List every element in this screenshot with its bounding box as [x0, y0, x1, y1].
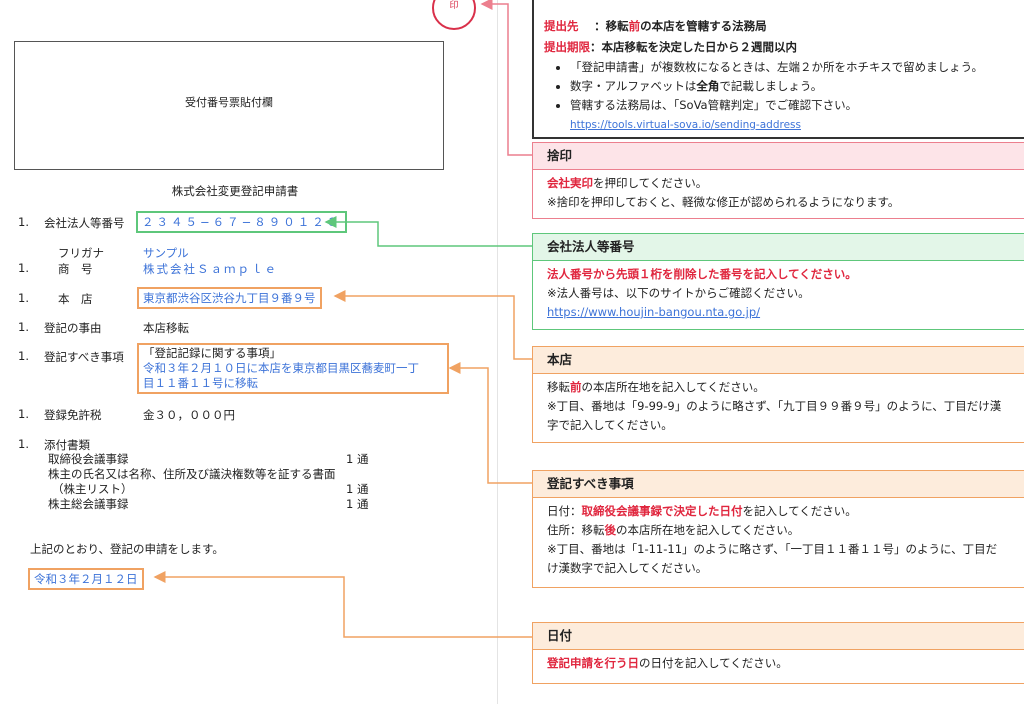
destination-value-b: の本店を管轄する法務局 — [640, 19, 767, 33]
matters-index: 1. — [18, 349, 29, 363]
attachment-item-2-copies: 1 通 — [346, 482, 369, 496]
tax-index: 1. — [18, 407, 29, 421]
matters-guide-l1-a: 日付： — [547, 504, 582, 518]
submission-deadline-line: 提出期限：本店移転を決定した日から２週間以内 — [544, 37, 1024, 58]
matters-guide-card: 登記すべき事項 日付：取締役会議事録で決定した日付を記入してください。 住所：移… — [532, 470, 1024, 588]
corp-number-guide-title: 会社法人等番号 — [533, 234, 1024, 261]
corp-number-guide-line-2: ※法人番号は、以下のサイトからご確認ください。 — [547, 286, 810, 300]
attachments-index: 1. — [18, 437, 29, 451]
date-guide-card: 日付 登記申請を行う日の日付を記入してください。 — [532, 622, 1024, 684]
head-office-guide-card: 本店 移転前の本店所在地を記入してください。 ※丁目、番地は「9-99-9」のよ… — [532, 346, 1024, 443]
seal-guide-title: 捨印 — [533, 143, 1024, 170]
matters-label: 登記すべき事項 — [44, 350, 124, 364]
head-office-guide-line-3: 字で記入してください。 — [547, 418, 673, 432]
corp-number-guide-card: 会社法人等番号 法人番号から先頭１桁を削除した番号を記入してください。 ※法人番… — [532, 233, 1024, 330]
matters-guide-l1-em: 取締役会議事録で決定した日付 — [581, 504, 743, 518]
seal-guide-line-1: 会社実印を押印してください。 — [547, 174, 1019, 193]
attachment-item-1-copies: 1 通 — [346, 452, 369, 466]
reception-number-box: 受付番号票貼付欄 — [14, 41, 444, 170]
bullet-fullwidth-c: で記載しましょう。 — [719, 79, 823, 93]
trade-name-value: 株式会社Ｓａｍｐｌｅ — [143, 262, 278, 276]
deadline-sep: ： — [590, 40, 602, 54]
deadline-label: 提出期限 — [544, 40, 590, 54]
corp-number-index: 1. — [18, 215, 29, 229]
bullet-fullwidth-a: 数字・アルファベットは — [570, 79, 697, 93]
bullet-fullwidth-b: 全角 — [696, 79, 720, 93]
reason-label: 登記の事由 — [44, 321, 102, 335]
matters-line-2: 目１１番１１号に移転 — [143, 376, 258, 390]
destination-sep: ： — [594, 19, 606, 33]
attachment-item-3-copies: 1 通 — [346, 497, 369, 511]
tax-label: 登録免許税 — [44, 408, 102, 422]
date-guide-b: の日付を記入してください。 — [639, 656, 788, 670]
page-divider — [497, 0, 498, 704]
tax-value: 金３０，０００円 — [143, 408, 235, 422]
matters-guide-line-2: 住所：移転後の本店所在地を記入してください。 — [547, 521, 1019, 540]
head-office-label: 本 店 — [58, 292, 93, 306]
attachment-item-3: 株主総会議事録 — [48, 497, 129, 511]
corp-number-value: ２３４５−６７−８９０１２３ — [136, 211, 348, 233]
date-guide-em: 登記申請を行う日 — [547, 656, 639, 670]
furigana-value: サンプル — [143, 246, 189, 260]
application-date-value: 令和３年２月１２日 — [28, 568, 144, 590]
attachment-item-2: 株主の氏名又は名称、住所及び議決権数等を証する書面 — [48, 467, 336, 481]
corp-number-label: 会社法人等番号 — [44, 216, 125, 230]
houjin-bangou-link[interactable]: https://www.houjin-bangou.nta.go.jp/ — [547, 305, 761, 319]
destination-value-em: 前 — [628, 19, 641, 33]
seal-guide-line-1-b: を押印してください。 — [593, 176, 708, 190]
head-office-value: 東京都渋谷区渋谷九丁目９番９号 — [137, 287, 322, 309]
sova-link[interactable]: https://tools.virtual-sova.io/sending-ad… — [570, 119, 801, 131]
matters-guide-line-3: ※丁目、番地は「1-11-11」のように略さず、「一丁目１１番１１号」のように、… — [547, 542, 998, 556]
matters-guide-title: 登記すべき事項 — [533, 471, 1024, 498]
matters-guide-line-1: 日付：取締役会議事録で決定した日付を記入してください。 — [547, 502, 1019, 521]
seal-guide-em: 会社実印 — [547, 176, 593, 190]
destination-label: 提出先 — [544, 19, 579, 33]
destination-value-a: 移転 — [605, 19, 629, 33]
corp-number-guide-line-1: 法人番号から先頭１桁を削除した番号を記入してください。 — [547, 267, 857, 281]
head-office-guide-line-1: 移転前の本店所在地を記入してください。 — [547, 378, 1019, 397]
seal-connector-arrow — [480, 0, 532, 156]
matters-box: 「登記記録に関する事項」 令和３年２月１０日に本店を東京都目黒区蕎麦町一丁 目１… — [137, 343, 449, 394]
seal-guide-line-2: ※捨印を押印しておくと、軽微な修正が認められるようになります。 — [547, 195, 900, 209]
bullet-fullwidth: 数字・アルファベットは全角で記載しましょう。 — [570, 77, 1024, 96]
matters-guide-l2-a: 住所：移転 — [547, 523, 605, 537]
date-guide-line-1: 登記申請を行う日の日付を記入してください。 — [547, 654, 1019, 673]
matters-heading: 「登記記録に関する事項」 — [143, 346, 281, 360]
closing-statement: 上記のとおり、登記の申請をします。 — [30, 542, 224, 556]
seal-guide-card: 捨印 会社実印を押印してください。 ※捨印を押印しておくと、軽微な修正が認められ… — [532, 142, 1024, 219]
furigana-label: フリガナ — [58, 246, 104, 260]
corp-number-connector-arrow — [324, 216, 532, 247]
matters-line-1: 令和３年２月１０日に本店を東京都目黒区蕎麦町一丁 — [143, 361, 419, 375]
matters-guide-l2-b: の本店所在地を記入してください。 — [616, 523, 800, 537]
attachments-label: 添付書類 — [44, 438, 90, 452]
head-office-guide-line-2: ※丁目、番地は「9-99-9」のように略さず、「九丁目９９番９号」のように、丁目… — [547, 399, 1002, 413]
head-office-guide-em: 前 — [570, 380, 582, 394]
bullet-stapling: 「登記申請書」が複数枚になるときは、左端２か所をホチキスで留めましょう。 — [570, 58, 1024, 77]
date-connector-arrow — [153, 571, 532, 638]
date-guide-title: 日付 — [533, 623, 1024, 650]
form-title: 株式会社変更登記申請書 — [171, 184, 299, 198]
matters-connector-arrow — [448, 362, 532, 484]
matters-guide-l1-b: を記入してください。 — [742, 504, 857, 518]
reception-number-label: 受付番号票貼付欄 — [185, 96, 273, 109]
head-office-guide-b: の本店所在地を記入してください。 — [581, 380, 765, 394]
head-office-index: 1. — [18, 291, 29, 305]
matters-guide-l2-em: 後 — [604, 523, 617, 537]
bullet-jurisdiction-text: 管轄する法務局は、「SoVa管轄判定」でご確認下さい。 — [570, 98, 858, 112]
reason-index: 1. — [18, 320, 29, 334]
matters-guide-line-4: け漢数字で記入してください。 — [547, 561, 708, 575]
submission-info-panel: 提出先 ：移転前の本店を管轄する法務局 提出期限：本店移転を決定した日から２週間… — [532, 0, 1024, 139]
attachment-item-2b: （株主リスト） — [52, 482, 133, 496]
bullet-jurisdiction: 管轄する法務局は、「SoVa管轄判定」でご確認下さい。 https://tools… — [570, 96, 1024, 134]
head-office-guide-a: 移転 — [547, 380, 570, 394]
reason-value: 本店移転 — [143, 321, 189, 335]
deadline-value: 本店移転を決定した日から２週間以内 — [601, 40, 798, 54]
trade-name-label: 商 号 — [58, 262, 93, 276]
attachment-item-1: 取締役会議事録 — [48, 452, 129, 466]
head-office-guide-title: 本店 — [533, 347, 1024, 374]
seal-text: 株式会社印 — [449, 1, 459, 11]
trade-name-index: 1. — [18, 261, 29, 275]
company-seal-stamp: 株式会社印 — [432, 0, 476, 30]
submission-destination-line: 提出先 ：移転前の本店を管轄する法務局 — [544, 16, 1024, 37]
